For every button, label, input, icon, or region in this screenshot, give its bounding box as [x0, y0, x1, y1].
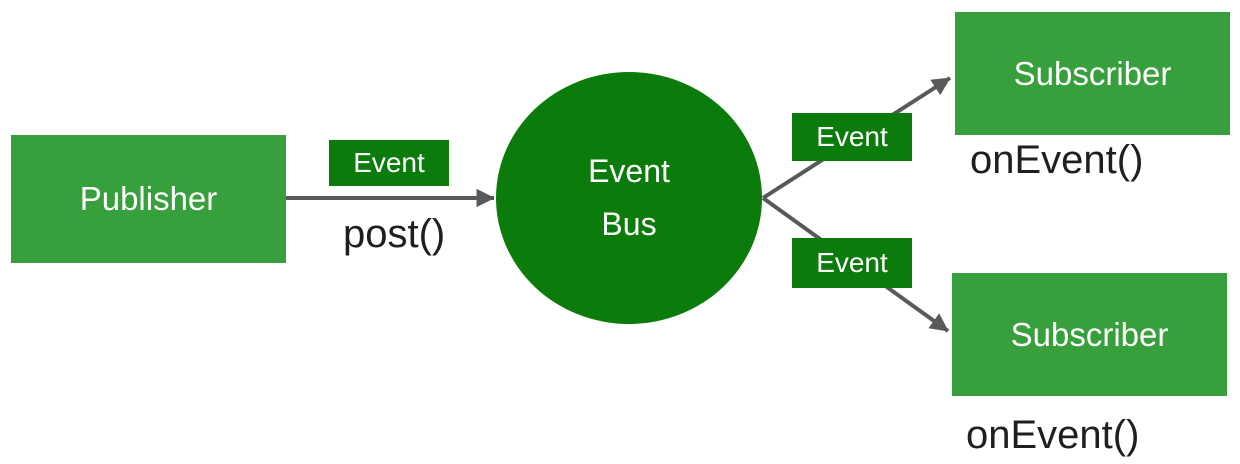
event-bus-node: Event Bus	[496, 72, 762, 324]
event-chip-subscriber1-label: Event	[816, 121, 888, 152]
subscriber2-method-label: onEvent()	[966, 413, 1140, 457]
event-chip-subscriber1: Event	[792, 113, 912, 161]
subscriber1-method-label: onEvent()	[970, 138, 1144, 182]
event-bus-label-line1: Event	[588, 153, 670, 189]
subscriber2-box: Subscriber	[952, 273, 1227, 396]
subscriber1-label: Subscriber	[1013, 54, 1172, 92]
event-chip-subscriber2: Event	[792, 238, 912, 288]
publisher-label: Publisher	[79, 180, 218, 217]
event-bus-label-line2: Bus	[601, 206, 657, 242]
publisher-box: Publisher	[11, 135, 286, 263]
event-chip-subscriber2-label: Event	[816, 247, 888, 278]
post-method-label: post()	[343, 212, 446, 256]
subscriber2-label: Subscriber	[1010, 315, 1169, 353]
event-chip-post: Event	[329, 140, 449, 186]
subscriber1-box: Subscriber	[955, 12, 1230, 135]
event-chip-post-label: Event	[353, 147, 425, 178]
